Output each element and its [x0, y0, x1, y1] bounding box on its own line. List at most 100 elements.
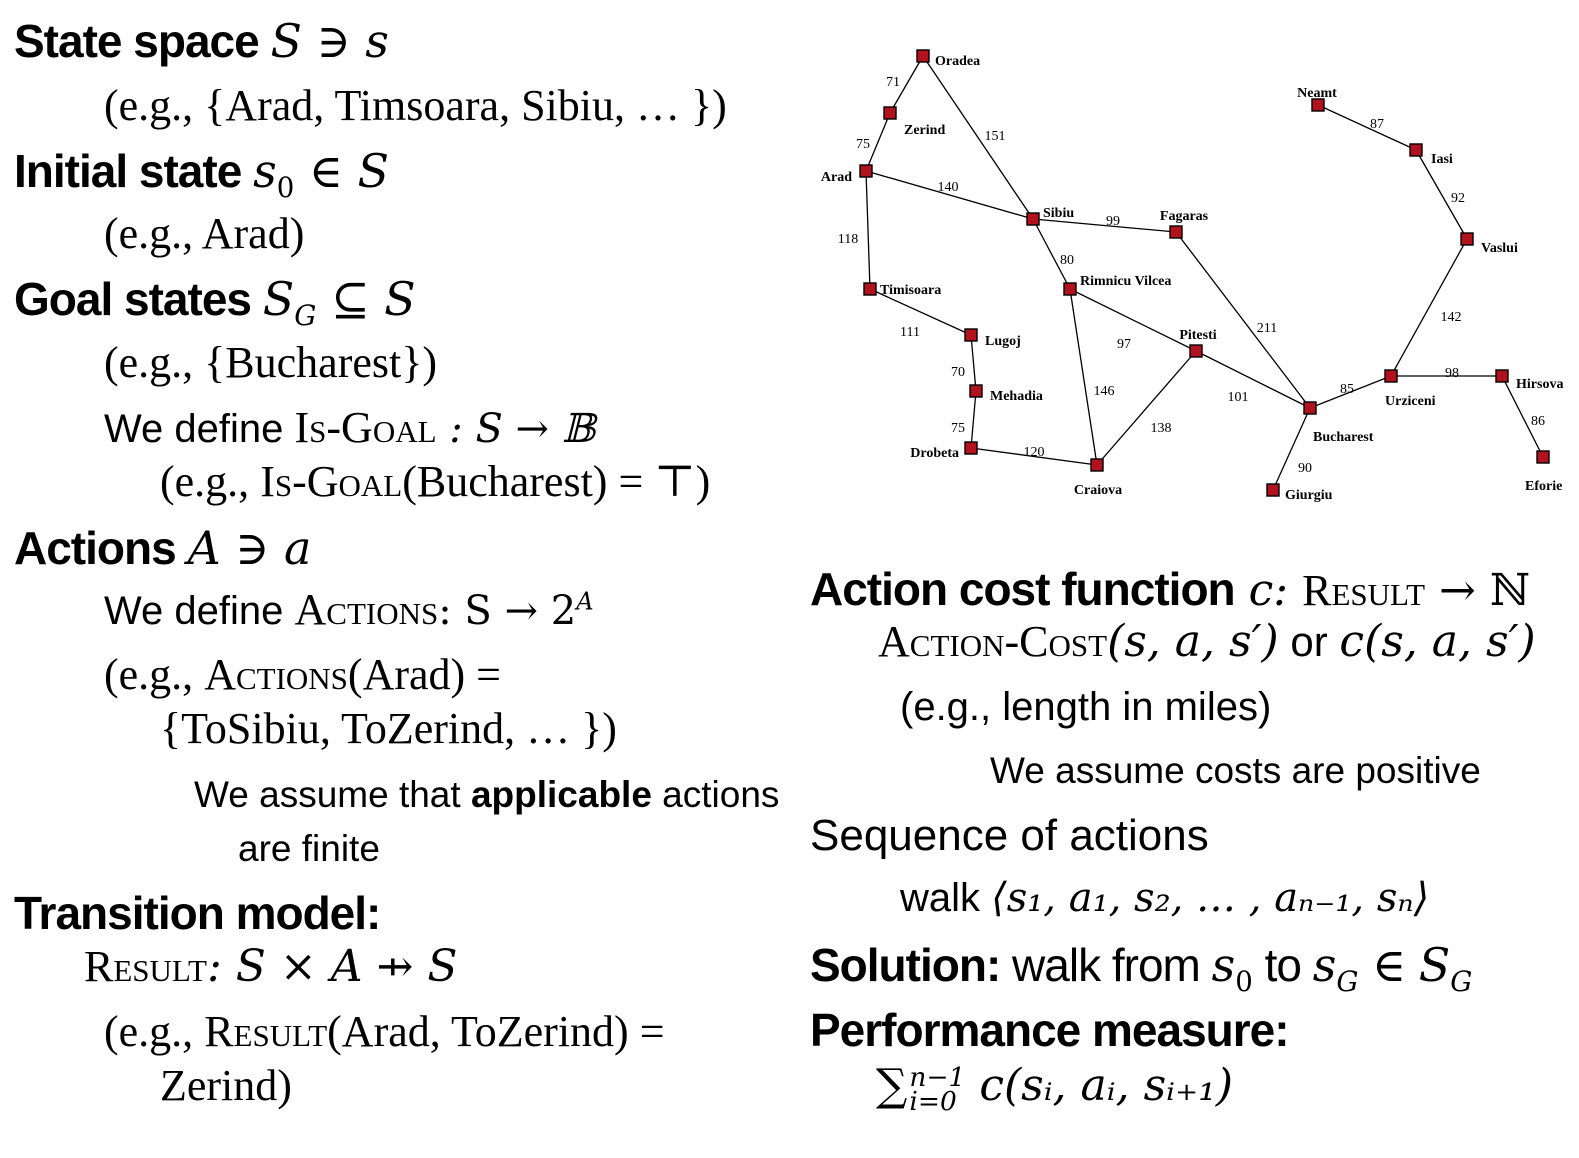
romania-road-map: 7175151140118111707512099809714613810121…	[821, 49, 1563, 503]
goal-states-label: Goal states	[14, 273, 252, 325]
result-signature: Result: S × A ⇸ S	[84, 941, 458, 992]
city-node-urziceni	[1384, 369, 1398, 383]
state-space-heading: State space S ∋ s	[14, 18, 389, 64]
city-node-hirsova	[1495, 369, 1509, 383]
city-label-urziceni: Urziceni	[1385, 394, 1436, 409]
distance-pitesti-bucharest: 101	[1228, 390, 1249, 405]
city-node-vaslui	[1460, 232, 1474, 246]
cost-function-math: c: Result → ℕ	[1234, 565, 1531, 616]
distance-hirsova-eforie: 86	[1531, 414, 1545, 429]
city-node-giurgiu	[1266, 483, 1280, 497]
road-sibiu-rimnicu-vilcea	[1032, 218, 1071, 290]
goal-states-math: SG ⊆ S	[262, 272, 416, 333]
city-label-hirsova: Hirsova	[1516, 377, 1563, 392]
road-urziceni-vaslui	[1390, 238, 1468, 377]
road-timisoara-lugoj	[869, 288, 972, 336]
state-space-label: State space	[14, 15, 260, 67]
city-label-oradea: Oradea	[935, 54, 980, 69]
transition-model-heading: Transition model:	[14, 887, 381, 939]
city-label-fagaras: Fagaras	[1160, 209, 1209, 224]
road-sibiu-fagaras	[1032, 218, 1177, 233]
road-drobeta-craiova	[970, 447, 1098, 466]
state-space-math: S ∋ s	[270, 14, 389, 68]
distance-oradea-sibiu: 151	[985, 129, 1006, 144]
city-node-bucharest	[1303, 401, 1317, 415]
distance-zerind-arad: 75	[856, 137, 870, 152]
result-example-line2: Zerind)	[160, 1061, 292, 1110]
city-label-neamt: Neamt	[1297, 86, 1337, 101]
distance-craiova-pitesti: 138	[1151, 421, 1172, 436]
distance-rimnicu-vilcea-pitesti: 97	[1117, 337, 1131, 352]
city-node-timisoara	[863, 282, 877, 296]
road-hirsova-eforie	[1501, 375, 1544, 458]
actions-math: A ∋ a	[187, 521, 312, 575]
city-label-sibiu: Sibiu	[1043, 206, 1074, 221]
actions-example-line1: (e.g., Actions(Arad) =	[104, 650, 501, 699]
city-label-mehadia: Mehadia	[990, 389, 1043, 404]
road-rimnicu-vilcea-craiova	[1069, 288, 1098, 466]
initial-state-heading: Initial state s0 ∈ S	[14, 145, 389, 201]
city-label-craiova: Craiova	[1074, 483, 1122, 498]
road-vaslui-iasi	[1415, 149, 1468, 240]
initial-state-label: Initial state	[14, 145, 242, 197]
city-label-vaslui: Vaslui	[1481, 241, 1518, 256]
distance-sibiu-fagaras: 99	[1106, 214, 1120, 229]
distance-iasi-neamt: 87	[1370, 117, 1384, 132]
cost-function-label: Action cost function	[810, 563, 1236, 615]
distance-arad-timisoara: 118	[838, 232, 858, 247]
city-label-lugoj: Lugoj	[985, 334, 1021, 349]
distance-arad-sibiu: 140	[938, 180, 959, 195]
city-label-giurgiu: Giurgiu	[1285, 488, 1333, 503]
road-arad-sibiu	[865, 170, 1034, 220]
road-fagaras-bucharest	[1175, 231, 1311, 409]
road-pitesti-bucharest	[1195, 350, 1311, 409]
city-node-drobeta	[964, 441, 978, 455]
initial-state-math: s0 ∈ S	[253, 144, 390, 205]
city-label-drobeta: Drobeta	[910, 446, 959, 461]
road-oradea-zerind	[889, 55, 924, 114]
city-label-zerind: Zerind	[904, 123, 945, 138]
distance-timisoara-lugoj: 111	[900, 325, 920, 340]
state-space-example: (e.g., {Arad, Timsoara, Sibiu, … })	[104, 81, 727, 130]
city-node-craiova	[1090, 458, 1104, 472]
city-label-rimnicu-vilcea: Rimnicu Vilcea	[1080, 274, 1171, 289]
is-goal-definition: We define Is-Goal : S → 𝔹	[104, 403, 596, 452]
distance-drobeta-craiova: 120	[1024, 445, 1045, 460]
is-goal-example: (e.g., Is-Goal(Bucharest) = ⊤)	[160, 457, 711, 506]
city-node-mehadia	[969, 384, 983, 398]
distance-urziceni-vaslui: 142	[1441, 310, 1462, 325]
city-node-rimnicu-vilcea	[1063, 282, 1077, 296]
cost-function-heading: Action cost function c: Result → ℕ	[810, 566, 1530, 613]
actions-label: Actions	[14, 522, 177, 574]
road-bucharest-giurgiu	[1272, 407, 1311, 491]
city-node-zerind	[883, 106, 897, 120]
city-node-sibiu	[1026, 212, 1040, 226]
city-node-pitesti	[1189, 344, 1203, 358]
distance-lugoj-mehadia: 70	[951, 365, 965, 380]
city-node-oradea	[916, 49, 930, 63]
road-craiova-pitesti	[1096, 350, 1197, 466]
road-iasi-neamt	[1317, 104, 1417, 151]
city-node-fagaras	[1169, 225, 1183, 239]
distance-fagaras-bucharest: 211	[1257, 321, 1277, 336]
road-zerind-arad	[865, 112, 891, 172]
goal-states-example: (e.g., {Bucharest})	[104, 338, 438, 387]
distance-urziceni-hirsova: 98	[1445, 366, 1459, 381]
city-node-eforie	[1536, 450, 1550, 464]
actions-assumption-line1: We assume that applicable actions	[194, 774, 780, 815]
actions-definition: We define Actions: S → 2A	[104, 585, 594, 634]
goal-states-heading: Goal states SG ⊆ S	[14, 273, 416, 329]
cost-assumption: We assume costs are positive	[990, 750, 1481, 791]
actions-example-line2: {ToSibiu, ToZerind, … })	[160, 704, 617, 753]
sequence-heading: Sequence of actions	[810, 811, 1209, 860]
actions-heading: Actions A ∋ a	[14, 525, 311, 571]
road-bucharest-urziceni	[1309, 375, 1392, 409]
distance-rimnicu-vilcea-craiova: 146	[1094, 384, 1115, 399]
city-node-arad	[859, 164, 873, 178]
road-rimnicu-vilcea-pitesti	[1069, 288, 1197, 352]
distance-vaslui-iasi: 92	[1451, 191, 1465, 206]
distance-oradea-zerind: 71	[886, 75, 900, 90]
city-label-pitesti: Pitesti	[1179, 328, 1216, 343]
city-label-timisoara: Timisoara	[880, 283, 941, 298]
